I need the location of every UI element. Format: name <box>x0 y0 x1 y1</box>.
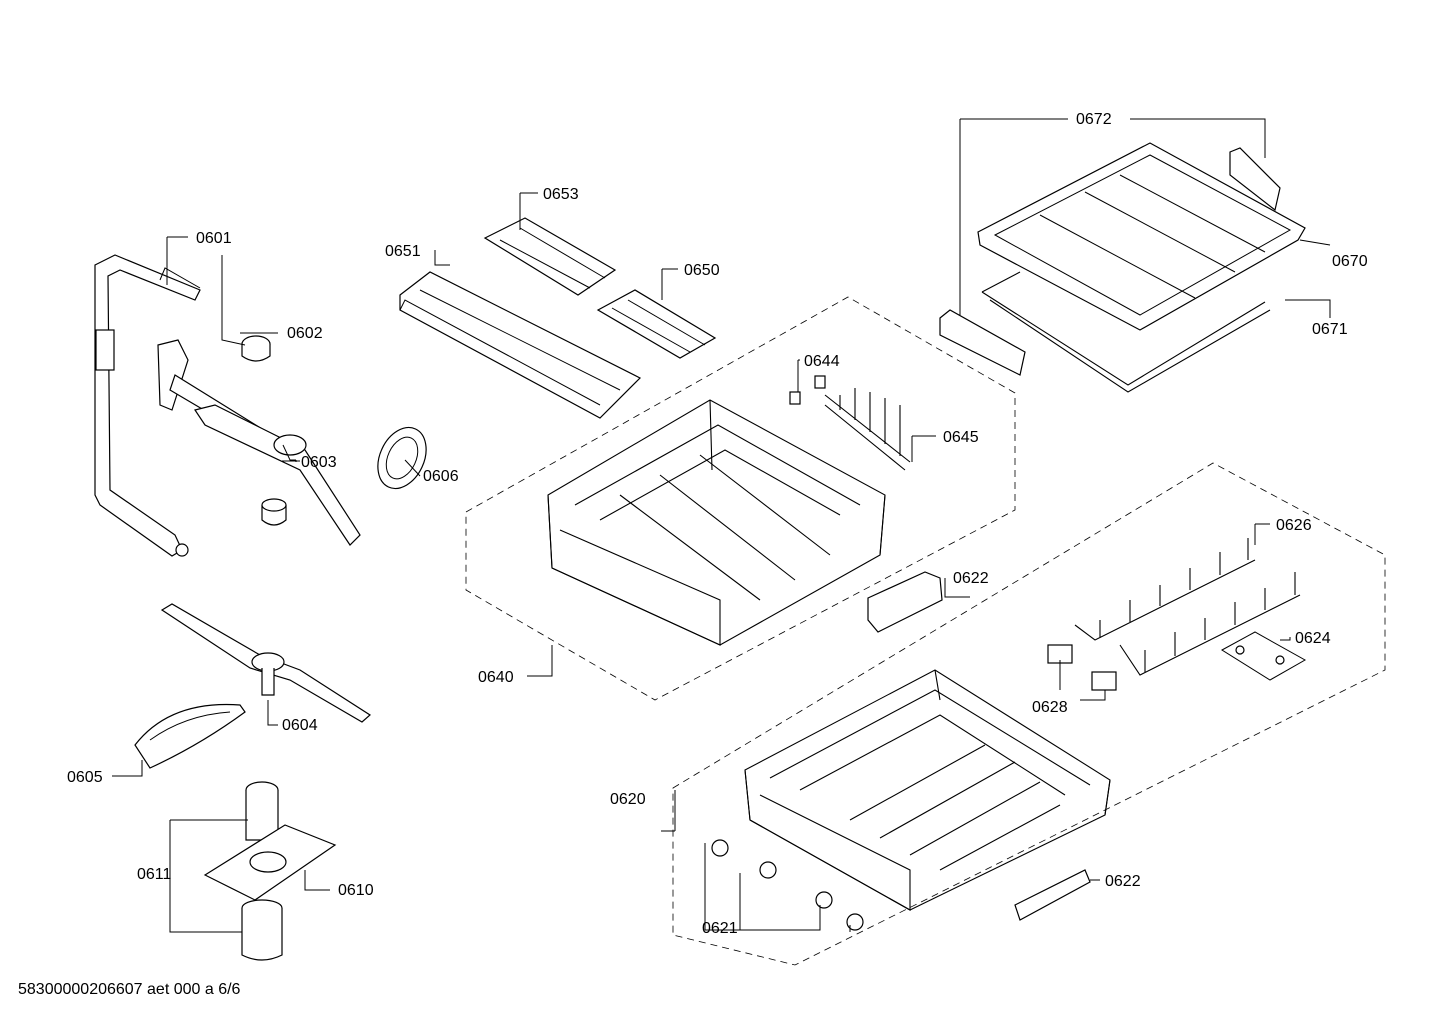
callout-0644: 0644 <box>804 353 840 370</box>
drawing-code: 58300000206607 aet 000 a 6/6 <box>18 981 241 998</box>
callout-0650: 0650 <box>684 262 720 279</box>
callout-0670: 0670 <box>1332 253 1368 270</box>
callout-0606: 0606 <box>423 468 459 485</box>
third-rack-tray-0670-part[interactable] <box>977 142 1306 331</box>
supply-pipe-part[interactable] <box>94 254 201 557</box>
callout-0601: 0601 <box>196 230 232 247</box>
callout-0671: 0671 <box>1312 321 1348 338</box>
third-rack-frame-0671-part[interactable] <box>981 271 1271 393</box>
callout-0611: 0611 <box>137 866 172 883</box>
callout-0626: 0626 <box>1276 517 1312 534</box>
callout-0603: 0603 <box>301 454 337 471</box>
cutlery-tray-0650-part[interactable] <box>596 289 717 359</box>
clip-part[interactable] <box>241 335 271 362</box>
callout-0622-lower: 0622 <box>1105 873 1141 890</box>
lower-spray-arm-part[interactable] <box>160 603 371 723</box>
callout-0640: 0640 <box>478 669 514 686</box>
callout-0653: 0653 <box>543 186 579 203</box>
callout-0605: 0605 <box>67 769 103 786</box>
filter-disc-part[interactable] <box>369 420 436 497</box>
upper-basket-part[interactable] <box>547 399 886 646</box>
clip-set-0624-part[interactable] <box>1221 631 1307 681</box>
callout-labels: 0601 0602 0603 0606 0604 0605 0611 0610 … <box>67 111 1368 937</box>
wheels-0621-part[interactable] <box>711 839 864 931</box>
handle-lower-0622-part[interactable] <box>1014 869 1091 921</box>
callout-0602: 0602 <box>287 325 323 342</box>
upper-basket-assembly-outline <box>465 296 1016 701</box>
sump-filter-part[interactable] <box>203 781 337 961</box>
callout-0628: 0628 <box>1032 699 1068 716</box>
callout-0620: 0620 <box>610 791 646 808</box>
tine-rack-0645-part[interactable] <box>824 388 911 471</box>
holders-0628-part[interactable] <box>1047 644 1117 691</box>
handle-upper-0622-part[interactable] <box>867 571 943 633</box>
lower-basket-assembly-outline <box>672 462 1386 966</box>
lower-basket-part[interactable] <box>744 669 1111 911</box>
tine-rows-0626-part[interactable] <box>1074 538 1301 676</box>
callout-0604: 0604 <box>282 717 318 734</box>
callout-0621: 0621 <box>702 920 738 937</box>
upper-spray-arm-part[interactable] <box>157 339 361 546</box>
callout-0610: 0610 <box>338 882 374 899</box>
callout-0622-upper: 0622 <box>953 570 989 587</box>
leader-lines <box>112 118 1331 933</box>
cover-part[interactable] <box>134 703 246 769</box>
callout-0624: 0624 <box>1295 630 1331 647</box>
callout-0645: 0645 <box>943 429 979 446</box>
third-rack-rail-0672-part[interactable] <box>939 147 1281 376</box>
cutlery-tray-0653-part[interactable] <box>483 217 617 296</box>
basket-clip-0644-part[interactable] <box>789 375 826 405</box>
callout-0651: 0651 <box>385 243 421 260</box>
callout-0672: 0672 <box>1076 111 1112 128</box>
cutlery-tray-0651-part[interactable] <box>399 271 642 419</box>
